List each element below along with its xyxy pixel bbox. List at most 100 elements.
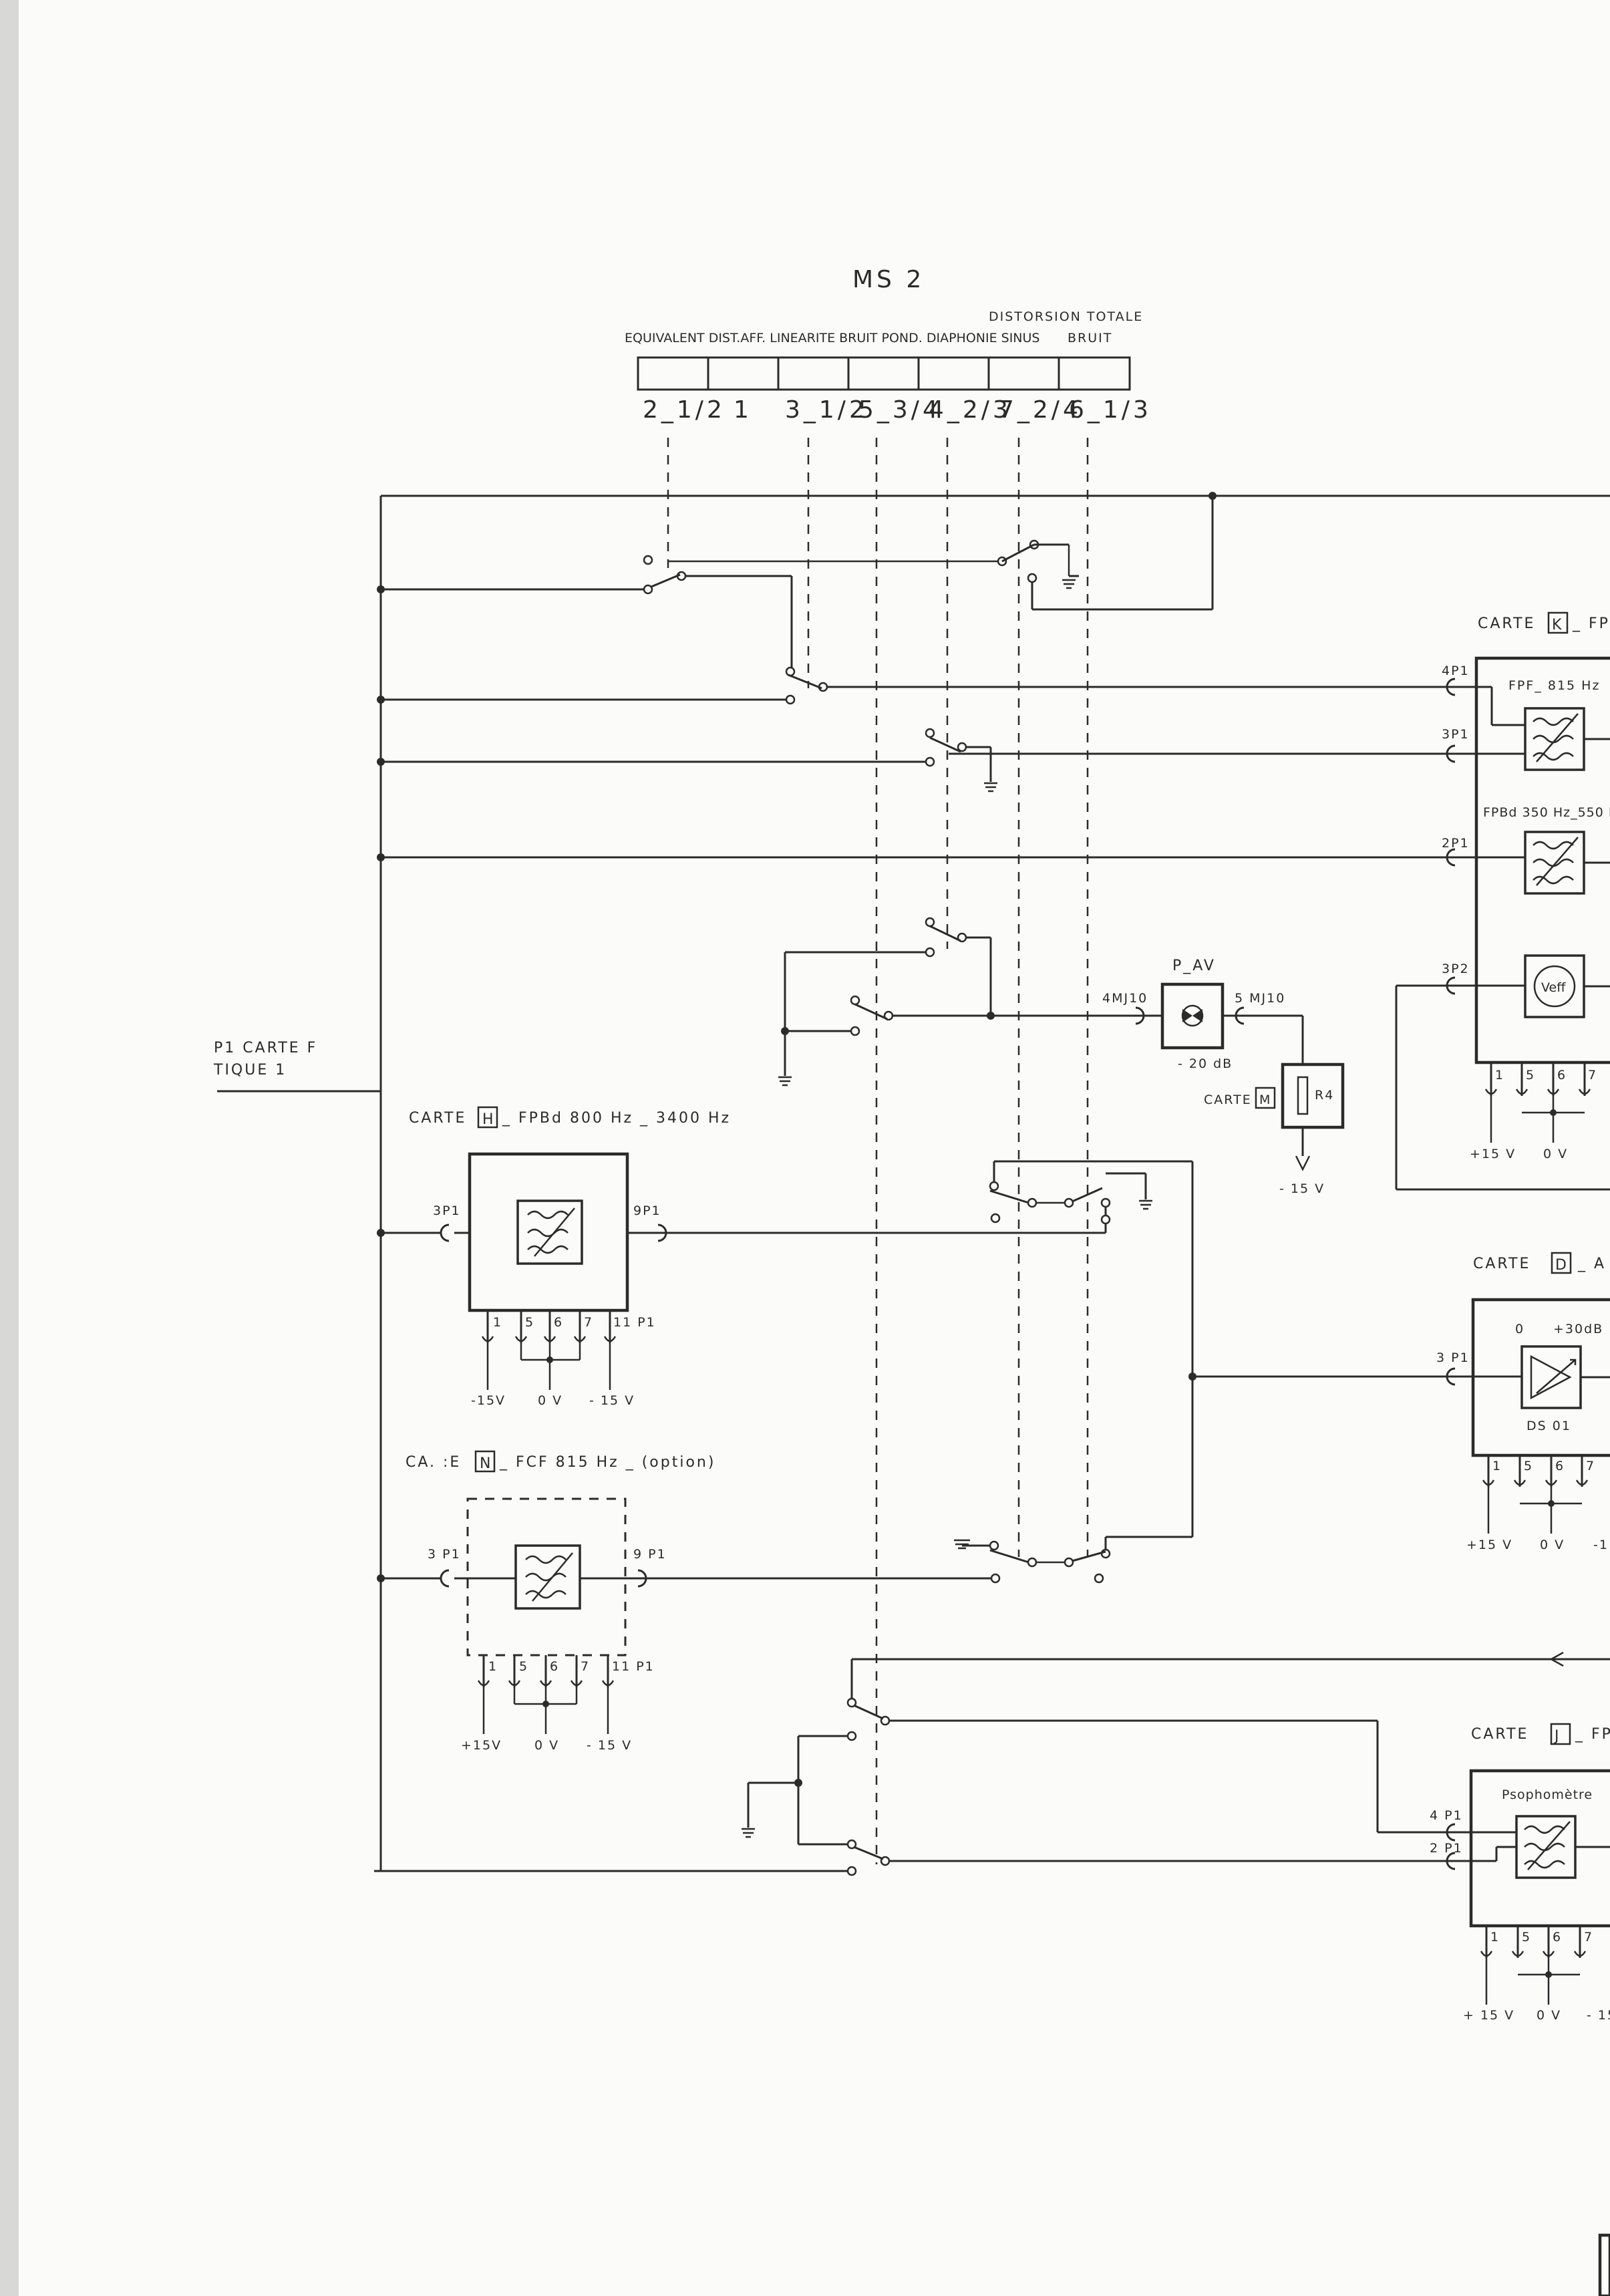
card-k-supply-1: +15 V: [1470, 1147, 1516, 1161]
card-n-box: [466, 1497, 627, 1657]
card-n-pin-11: 11 P1: [612, 1659, 655, 1674]
card-k: CARTE K _ FPF FPF_ 815 Hz FPBd 350 Hz_55…: [1442, 611, 1610, 1161]
switch-contacts: [643, 539, 1111, 1876]
svg-text:7: 7: [1584, 1930, 1593, 1945]
mechanical-linkages: [667, 438, 1089, 1864]
card-h-supply-1: -15V: [471, 1393, 506, 1408]
page-edge-box: [1598, 2233, 1610, 2296]
card-m-letter: M: [1259, 1093, 1271, 1107]
card-j-supply-2: 0 V: [1537, 2008, 1561, 2023]
svg-text:1: 1: [1490, 1930, 1500, 1945]
card-k-box: [1474, 656, 1610, 1064]
switch-title: MS 2: [852, 266, 925, 293]
card-k-label: CARTE: [1478, 615, 1535, 632]
card-n-pins: 1 5 6 7 11 P1 +15V 0 V - 15 V: [461, 1655, 655, 1753]
wiring: [217, 494, 1610, 1872]
card-k-meter: Veff: [1541, 980, 1566, 995]
card-j-title: _ FP: [1575, 1726, 1610, 1743]
card-d-letter: D: [1555, 1257, 1569, 1274]
pos-label-6: 7_2/4: [999, 396, 1082, 424]
svg-text:7: 7: [1586, 1459, 1595, 1473]
svg-text:7: 7: [581, 1659, 590, 1674]
svg-text:5: 5: [519, 1659, 528, 1674]
card-k-letter-box: [1547, 611, 1569, 634]
card-h-letter: H: [482, 1111, 496, 1128]
svg-text:6: 6: [550, 1659, 559, 1674]
pos-label-1: 2_1/2: [643, 396, 726, 424]
svg-text:7: 7: [584, 1315, 593, 1330]
card-j-name: Psophomètre: [1502, 1787, 1593, 1802]
svg-text:1: 1: [493, 1315, 502, 1330]
card-k-pin-4: 3P2: [1442, 962, 1470, 976]
card-d-pin-in: 3 P1: [1436, 1350, 1470, 1365]
switch-position-strip: [637, 356, 1131, 391]
card-h-pins: 1 5 6 7 11 P1 -15V 0 V - 15 V: [471, 1310, 656, 1408]
card-k-supply-2: 0 V: [1543, 1147, 1568, 1161]
attenuator-value: - 20 dB: [1178, 1056, 1233, 1071]
junction-dots: [377, 492, 1217, 1787]
input-label-line2: TIQUE 1: [213, 1062, 287, 1079]
card-n-supply-1: +15V: [461, 1738, 502, 1753]
svg-text:5: 5: [1526, 1068, 1535, 1083]
card-m-letter-box: [1255, 1087, 1276, 1109]
card-h-pin-in: 3P1: [433, 1203, 461, 1218]
card-h-supply-2: 0 V: [538, 1393, 562, 1408]
card-d-gain-hi: +30dB: [1553, 1322, 1603, 1336]
svg-text:5: 5: [525, 1315, 534, 1330]
card-j-letter-box: [1550, 1723, 1571, 1745]
function-label-bruit: BRUIT: [1068, 331, 1112, 345]
card-m-supply: - 15 V: [1279, 1181, 1325, 1196]
pos-label-5: 4_2/3: [929, 396, 1011, 424]
card-j-pins: 1 5 6 7 + 15 V 0 V - 15: [1463, 1926, 1610, 2023]
svg-text:6: 6: [1557, 1068, 1567, 1083]
card-d-pins: 1 5 6 7 +15 V 0 V -1: [1466, 1455, 1607, 1552]
card-j-letter: J: [1553, 1728, 1561, 1745]
attenuator-title: P_AV: [1172, 958, 1216, 974]
card-k-filter2: FPBd 350 Hz_550 Hz: [1483, 805, 1610, 820]
card-k-pins: 1 5 6 7 +15 V 0 V: [1470, 1062, 1597, 1161]
card-k-title: _ FPF: [1572, 615, 1610, 632]
card-k-filter1: FPF_ 815 Hz: [1508, 678, 1600, 693]
card-h-pin-out: 9P1: [633, 1203, 661, 1218]
svg-text:5: 5: [1524, 1459, 1533, 1473]
svg-text:1: 1: [488, 1659, 498, 1674]
card-d: CARTE D _ A 0 +30dB DS 01 3 P1 1 5 6 7: [1436, 1252, 1610, 1552]
ground-symbols: [742, 575, 1152, 1838]
card-n-pin-out: 9 P1: [633, 1547, 667, 1562]
card-h: CARTE H _ FPBd 800 Hz _ 3400 Hz 3P1 9P1 …: [409, 1106, 729, 1408]
card-k-letter: K: [1552, 617, 1563, 633]
svg-text:1: 1: [1492, 1459, 1502, 1473]
card-j-pin-1: 4 P1: [1430, 1808, 1463, 1823]
resistor-label: R4: [1315, 1088, 1334, 1103]
card-d-letter-box: [1551, 1252, 1572, 1274]
svg-text:5: 5: [1522, 1930, 1531, 1945]
card-d-title: _ A: [1577, 1256, 1606, 1272]
card-j-box: [1469, 1769, 1610, 1928]
function-label-line2: EQUIVALENT DIST.AFF. LINEARITE BRUIT PON…: [625, 331, 1040, 345]
input-label-line1: P1 CARTE F: [214, 1040, 317, 1056]
card-j: CARTE J _ FP Psophomètre 4 P1 2 P1 1 5 6: [1430, 1723, 1610, 2023]
page-shadow: [0, 0, 19, 2296]
svg-text:6: 6: [1553, 1930, 1562, 1945]
card-j-supply-1: + 15 V: [1463, 2008, 1514, 2023]
card-k-pin-1: 4P1: [1442, 664, 1470, 678]
svg-text:7: 7: [1588, 1068, 1597, 1083]
card-j-supply-3: - 15: [1587, 2008, 1610, 2023]
card-j-pin-2: 2 P1: [1430, 1841, 1463, 1856]
svg-text:6: 6: [554, 1315, 563, 1330]
function-label-line1: DISTORSION TOTALE: [989, 309, 1143, 324]
card-n-letter-box: [474, 1450, 496, 1473]
card-d-gain-lo: 0: [1515, 1322, 1524, 1336]
card-h-pin-11: 11 P1: [613, 1315, 656, 1330]
card-h-letter-box: [477, 1106, 498, 1129]
card-d-label: CARTE: [1473, 1256, 1531, 1272]
card-d-name: DS 01: [1526, 1419, 1571, 1433]
card-h-label: CARTE: [409, 1110, 466, 1127]
pos-label-7: 6_1/3: [1069, 396, 1152, 424]
card-n-supply-3: - 15 V: [587, 1738, 632, 1753]
card-n: CA. :E N _ FCF 815 Hz _ (option) 3 P1 9 …: [406, 1450, 713, 1753]
svg-text:1: 1: [1495, 1068, 1504, 1083]
card-m: CARTE M R4 - 15 V: [1204, 1062, 1345, 1196]
